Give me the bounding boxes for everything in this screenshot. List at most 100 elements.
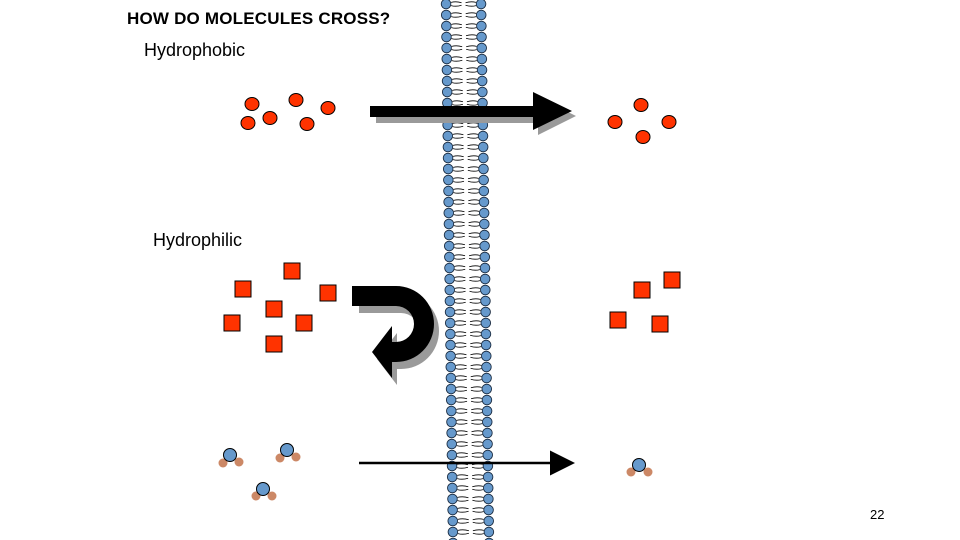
lipid-head: [476, 75, 488, 87]
lipid-tail: [457, 507, 469, 510]
lipid-head: [476, 53, 488, 65]
lipid-head: [477, 141, 489, 153]
lipid-head: [480, 317, 492, 329]
hydrophilic-label: Hydrophilic: [153, 230, 243, 250]
lipid-tail: [471, 422, 483, 425]
lipid-tail: [470, 356, 482, 359]
lipid-head: [476, 31, 487, 43]
lipid-head: [483, 493, 494, 505]
lipid-tail: [455, 320, 467, 323]
lipid-head: [441, 53, 453, 65]
lipid-tail: [452, 103, 464, 106]
lipid-tail: [466, 45, 477, 48]
lipid-head: [447, 482, 458, 494]
lipid-tail: [455, 367, 467, 370]
lipid-tail: [453, 221, 465, 224]
lipid-head: [443, 218, 455, 230]
lipid-head: [444, 251, 455, 263]
lipid-head: [482, 416, 493, 428]
lipid-head: [482, 438, 493, 450]
lipid-head: [481, 361, 492, 373]
lipid-tail: [472, 496, 484, 499]
lipid-tail: [472, 532, 484, 535]
lipid-tail: [468, 202, 480, 205]
slide-title: HOW DO MOLECULES CROSS?: [127, 9, 391, 28]
lipid-tail: [451, 70, 463, 73]
lipid-tail: [454, 246, 466, 249]
lipid-tail: [468, 221, 480, 224]
lipid-tail: [467, 169, 479, 172]
lipid-bilayer-membrane: [440, 0, 495, 540]
lipid-tail: [457, 496, 469, 499]
lipid-head: [479, 251, 491, 263]
lipid-tail: [452, 147, 464, 150]
lipid-head: [443, 240, 455, 252]
lipid-head: [483, 526, 495, 538]
slide-number: 22: [870, 507, 885, 522]
lipid-head: [476, 20, 487, 32]
lipid-head: [444, 317, 456, 329]
lipid-tail: [455, 345, 467, 348]
lipid-head: [446, 471, 458, 483]
lipid-head: [478, 207, 490, 219]
lipid-tail: [456, 455, 468, 458]
lipid-tail: [470, 353, 482, 356]
lipid-head: [445, 328, 456, 340]
hydrophilic-molecule: [234, 280, 252, 298]
lipid-head: [480, 328, 492, 340]
lipid-head: [480, 284, 491, 296]
lipid-tail: [467, 147, 479, 150]
lipid-tail: [451, 12, 462, 15]
hydrophobic-molecules-right: [607, 98, 677, 144]
lipid-tail: [453, 177, 465, 180]
lipid-head: [444, 284, 456, 296]
lipid-tail: [469, 287, 481, 290]
lipid-head: [476, 42, 487, 54]
lipid-tail: [469, 298, 481, 301]
lipid-tail: [472, 499, 484, 502]
lipid-tail: [468, 235, 480, 238]
lipid-tail: [453, 224, 465, 227]
lipid-tail: [451, 78, 463, 81]
lipid-head: [446, 416, 457, 428]
lipid-tail: [465, 37, 477, 40]
lipid-tail: [471, 452, 483, 455]
lipid-tail: [471, 419, 483, 422]
lipid-tail: [466, 92, 478, 95]
lipid-head: [480, 295, 491, 307]
lipid-head: [447, 515, 459, 527]
lipid-tail: [453, 232, 465, 235]
hydrophobic-molecule: [244, 97, 260, 111]
lipid-tail: [456, 397, 468, 400]
lipid-tail: [452, 92, 463, 95]
lipid-tail: [472, 485, 484, 488]
lipid-head: [482, 471, 494, 483]
lipid-head: [443, 207, 455, 219]
lipid-tail: [466, 70, 478, 73]
hydrophobic-molecule: [607, 115, 623, 129]
lipid-tail: [456, 419, 468, 422]
lipid-tail: [469, 320, 481, 323]
lipid-tail: [457, 529, 470, 532]
lipid-head: [479, 262, 491, 274]
lipid-head: [478, 196, 490, 208]
lipid-head: [483, 504, 494, 516]
hydrophobic-molecule: [320, 101, 336, 115]
lipid-tail: [455, 353, 467, 356]
lipid-tail: [472, 529, 484, 532]
hydrophilic-molecule: [319, 284, 337, 302]
lipid-tail: [452, 158, 464, 161]
lipid-tail: [468, 243, 480, 246]
lipid-tail: [470, 386, 482, 389]
lipid-tail: [457, 477, 469, 480]
lipid-tail: [453, 199, 465, 202]
lipid-head: [444, 295, 456, 307]
hydrophobic-molecule: [240, 116, 256, 130]
lipid-tail: [457, 510, 469, 513]
lipid-tail: [471, 444, 483, 447]
lipid-head: [478, 174, 489, 186]
lipid-tail: [465, 4, 477, 7]
lipid-tail: [470, 342, 482, 345]
lipid-tail: [451, 23, 462, 26]
lipid-tail: [471, 430, 483, 433]
